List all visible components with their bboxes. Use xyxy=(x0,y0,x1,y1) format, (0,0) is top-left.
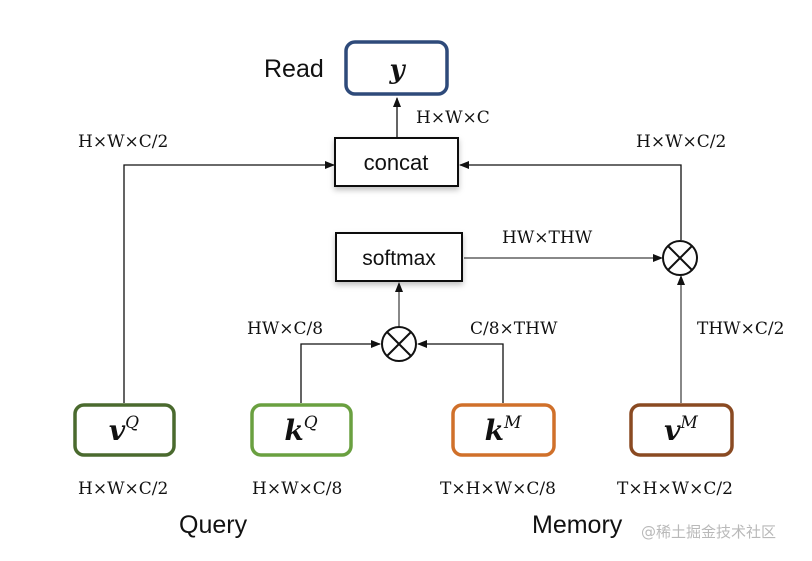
node-vM-base: v xyxy=(664,414,681,447)
dim-label-kQ: H×W×C/8 xyxy=(252,479,342,499)
edge-label-vM-to-mult: THW×C/2 xyxy=(697,319,784,339)
node-kQ: kQ xyxy=(250,403,353,457)
svg-text:vM: vM xyxy=(664,413,698,447)
svg-text:y: y xyxy=(388,55,406,85)
svg-text:vQ: vQ xyxy=(109,413,139,447)
node-vM: vM xyxy=(629,403,734,457)
softmax-op xyxy=(335,232,463,282)
edge-label-mult-to-concat: H×W×C/2 xyxy=(636,132,726,152)
node-y: y xyxy=(344,40,449,96)
edge-label-softmax-to-mult: HW×THW xyxy=(502,228,593,248)
node-vQ-sup: Q xyxy=(125,413,139,433)
multiply-op-bottom xyxy=(381,326,417,362)
edge-mult-to-concat xyxy=(459,161,682,240)
node-kQ-sup: Q xyxy=(304,413,318,433)
node-kM: kM xyxy=(451,403,556,457)
memory-label: Memory xyxy=(532,511,623,539)
node-y-base: y xyxy=(388,55,406,85)
concat-op xyxy=(334,137,459,187)
concat-label: concat xyxy=(364,150,429,175)
edge-vQ-to-concat xyxy=(123,161,335,403)
node-vM-sup: M xyxy=(679,413,698,433)
node-vQ-base: v xyxy=(109,414,126,447)
edge-label-vQ-to-concat: H×W×C/2 xyxy=(78,132,168,152)
node-kM-sup: M xyxy=(503,413,522,433)
dim-label-vQ: H×W×C/2 xyxy=(78,479,168,499)
softmax-label: softmax xyxy=(362,247,436,270)
dim-label-vM: T×H×W×C/2 xyxy=(617,479,733,499)
node-kM-base: k xyxy=(485,414,504,447)
edge-kQ-to-mult xyxy=(300,340,381,403)
edge-kM-to-mult xyxy=(417,340,504,403)
svg-text:kQ: kQ xyxy=(284,413,317,447)
edge-label-kM-to-mult: C/8×THW xyxy=(470,319,558,339)
edge-label-concat-to-y: H×W×C xyxy=(416,108,490,128)
query-label: Query xyxy=(179,511,248,539)
read-label: Read xyxy=(264,55,324,83)
edge-label-kQ-to-mult: HW×C/8 xyxy=(247,319,323,339)
watermark: @稀土掘金技术社区 xyxy=(641,523,776,541)
svg-text:kM: kM xyxy=(485,413,522,447)
node-vQ: vQ xyxy=(73,403,176,457)
multiply-op-top xyxy=(662,240,698,276)
node-kQ-base: k xyxy=(284,414,303,447)
dim-label-kM: T×H×W×C/8 xyxy=(440,479,556,499)
